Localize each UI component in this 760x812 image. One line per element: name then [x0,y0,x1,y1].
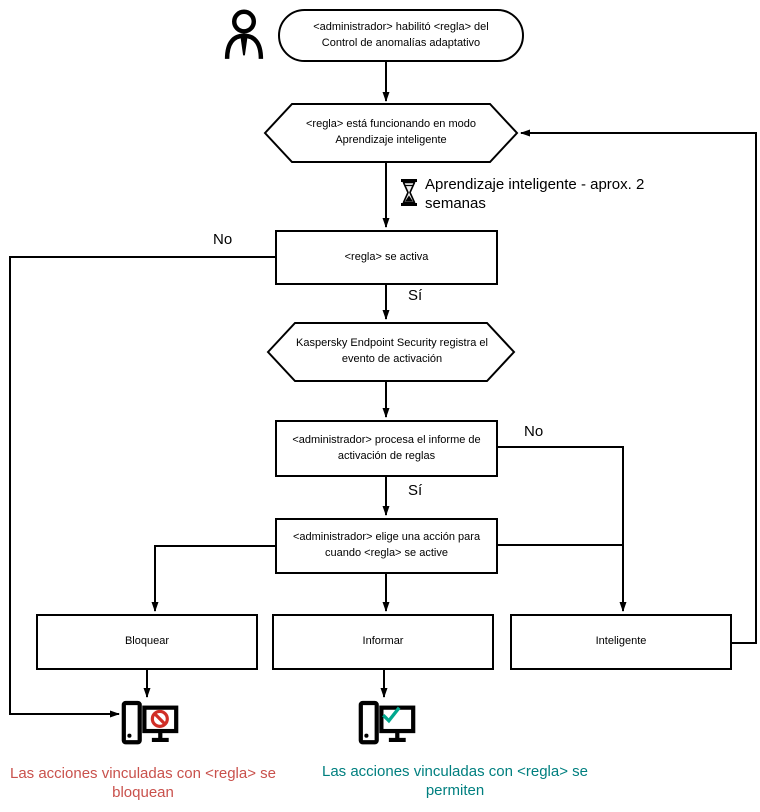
label-yes-top: Sí [408,287,423,304]
process-report-node: <administrador> procesa el informe de ac… [275,420,498,477]
label-no-left: No [213,231,233,248]
rule-triggered-node: <regla> se activa [275,230,498,285]
computer-allowed-icon [358,700,416,749]
action-inform-label: Informar [362,635,404,648]
hourglass-icon [401,179,417,206]
action-inform-node: Informar [272,614,494,670]
action-block-node: Bloquear [36,614,258,670]
choose-action-label: <administrador> elige una acción para cu… [292,531,481,559]
action-smart-node: Inteligente [510,614,732,670]
person-icon [220,7,268,61]
outcome-blocked-text: Las acciones vinculadas con <regla> se b… [9,765,276,802]
computer-blocked-icon [121,700,179,749]
choose-action-node: <administrador> elige una acción para cu… [275,518,498,574]
event-logged-node: Kaspersky Endpoint Security registra el … [288,329,496,375]
label-yes-bottom: Sí [408,482,423,499]
process-report-label: <administrador> procesa el informe de ac… [292,433,481,462]
action-block-label: Bloquear [124,635,170,648]
event-logged-label: Kaspersky Endpoint Security registra el … [296,337,488,365]
outcome-allowed-text: Las acciones vinculadas con <regla> se p… [321,763,588,800]
label-no-right: No [524,423,544,440]
rule-triggered-label: <regla> se activa [344,250,429,263]
learning-mode-node: <regla> está funcionando en modo Aprendi… [285,110,497,156]
learning-duration-label: Aprendizaje inteligente - aprox. 2 seman… [425,176,645,212]
start-node: <administrador> habilitó <regla> del Con… [278,9,524,62]
start-node-label: <administrador> habilitó <regla> del Con… [313,20,489,49]
learning-mode-label: <regla> está funcionando en modo Aprendi… [305,118,477,146]
action-smart-label: Inteligente [595,635,647,648]
